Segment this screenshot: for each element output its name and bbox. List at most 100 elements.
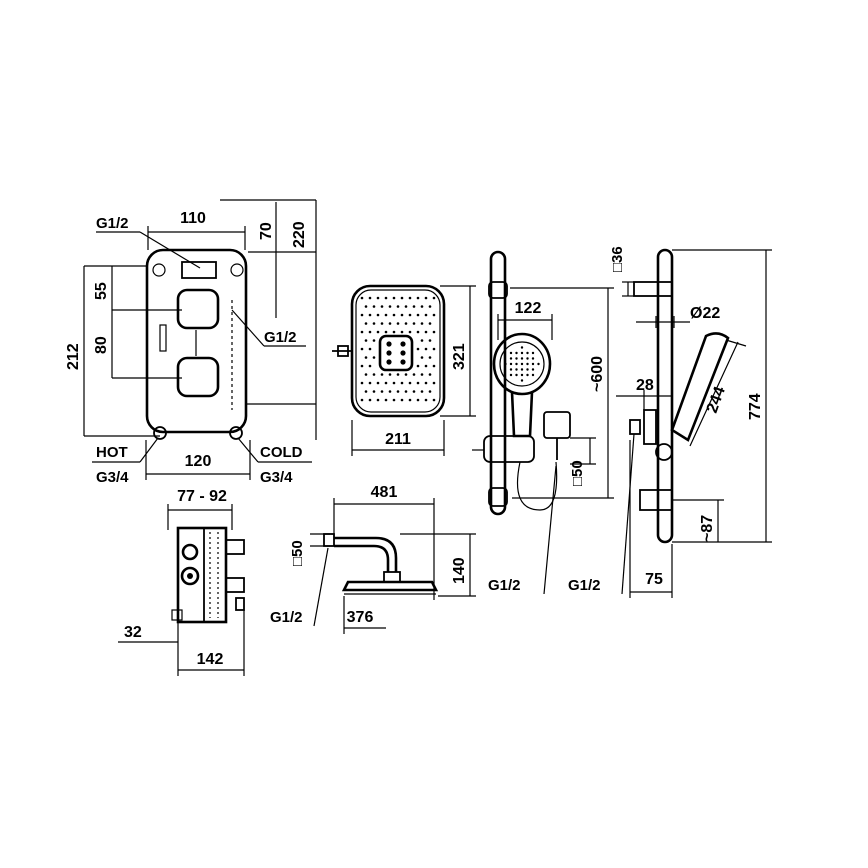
nozzle-dot <box>416 347 420 351</box>
nozzle-dot <box>515 373 518 377</box>
nozzle-dot <box>388 373 392 376</box>
nozzle-dot <box>424 296 428 300</box>
nozzle-dot <box>384 330 388 334</box>
label-hot-thread: G3/4 <box>96 469 129 486</box>
nozzle-dot <box>416 313 420 317</box>
nozzle-dot <box>432 347 436 351</box>
nozzle-dot <box>386 359 392 365</box>
hose <box>516 461 558 511</box>
nozzle-dot <box>392 296 396 300</box>
nozzle-dot <box>376 398 380 402</box>
nozzle-dot <box>526 362 529 366</box>
nozzle-dot <box>384 381 388 385</box>
nozzle-dot <box>368 347 372 351</box>
nozzle-dot <box>424 347 428 351</box>
box-port-lower <box>180 566 200 586</box>
valve-corner-left <box>152 263 166 277</box>
nozzle-dot <box>392 381 396 385</box>
box-side-view: 77 - 92 32 142 <box>118 488 245 676</box>
nozzle-dot <box>400 359 406 365</box>
nozzle-dot <box>531 351 535 355</box>
nozzle-dot <box>412 322 416 325</box>
nozzle-dot <box>520 346 524 349</box>
nozzle-dot <box>384 296 388 300</box>
nozzle-dot <box>432 364 436 368</box>
nozzle-dot <box>416 398 420 402</box>
nozzle-dot <box>509 362 513 366</box>
nozzle-dot <box>360 364 364 368</box>
nozzle-dot <box>408 330 412 334</box>
shower-head-side <box>341 580 439 592</box>
nozzle-dot <box>372 322 376 325</box>
valve-knob-upper <box>176 288 220 330</box>
nozzle-dot <box>360 330 364 334</box>
nozzle-dot <box>420 390 424 393</box>
nozzle-dot <box>420 305 424 308</box>
nozzle-dot <box>368 381 372 385</box>
nozzle-dot <box>386 341 392 347</box>
nozzle-dot <box>432 296 436 300</box>
nozzle-dot <box>376 313 380 317</box>
nozzle-dot <box>360 296 364 300</box>
nozzle-dot <box>520 357 524 360</box>
dim-481: 481 <box>371 484 398 501</box>
nozzle-dot <box>424 313 428 317</box>
nozzle-dot <box>368 313 372 317</box>
nozzle-dot <box>428 339 432 342</box>
nozzle-dot <box>416 364 420 368</box>
rail-front-view: 122 ~600 □50 G1/2 <box>472 250 614 595</box>
hand-shower-side <box>670 332 730 442</box>
nozzle-dot <box>380 390 384 393</box>
box-body <box>176 526 228 624</box>
nozzle-dot <box>380 373 384 376</box>
nozzle-dot <box>360 347 364 351</box>
dim-122: 122 <box>515 300 542 317</box>
nozzle-dot <box>364 390 368 393</box>
nozzle-dot <box>526 357 529 360</box>
dim-212: 212 <box>65 343 82 370</box>
nozzle-dot <box>509 357 513 360</box>
nozzle-dot <box>372 305 376 308</box>
dim-220: 220 <box>291 221 308 248</box>
nozzle-dot <box>520 351 524 355</box>
nozzle-dot <box>364 305 368 308</box>
nozzle-dot <box>396 390 400 393</box>
nozzle-dot <box>416 296 420 300</box>
nozzle-dot <box>400 350 406 356</box>
nozzle-dot <box>531 368 535 371</box>
nozzle-dot <box>404 373 408 376</box>
nozzle-dot <box>526 351 529 355</box>
nozzle-dot <box>400 296 404 300</box>
nozzle-dot <box>372 390 376 393</box>
nozzle-dot <box>376 381 380 385</box>
head-shower-side-view: 481 □50 140 G1/2 376 <box>270 484 476 634</box>
dim-75: 75 <box>645 571 663 588</box>
nozzle-dot <box>392 313 396 317</box>
dim-32: 32 <box>124 624 142 641</box>
dim-g12-hand: G1/2 <box>488 577 521 594</box>
dim-120: 120 <box>185 453 212 470</box>
nozzle-dot <box>424 364 428 368</box>
nozzle-dot <box>509 373 513 377</box>
dim-28: 28 <box>636 377 654 394</box>
nozzle-dot <box>364 339 368 342</box>
nozzle-dot <box>396 305 400 308</box>
nozzle-dot <box>428 305 432 308</box>
nozzle-dot <box>368 364 372 368</box>
nozzle-dot <box>537 362 540 366</box>
nozzle-dot <box>412 390 416 393</box>
nozzle-dot <box>432 330 436 334</box>
nozzle-dot <box>376 330 380 334</box>
nozzle-dot <box>531 362 535 366</box>
dim-321: 321 <box>451 343 468 370</box>
nozzle-dot <box>504 362 507 366</box>
dim-square-36: □36 <box>609 246 626 272</box>
nozzle-dot <box>520 379 524 382</box>
nozzle-dot <box>408 313 412 317</box>
dim-square-50-hand: □50 <box>569 460 586 486</box>
dim-55: 55 <box>93 282 110 300</box>
nozzle-dot <box>364 322 368 325</box>
rail-bar <box>489 250 507 516</box>
nozzle-dot <box>360 313 364 317</box>
nozzle-dot <box>400 313 404 317</box>
